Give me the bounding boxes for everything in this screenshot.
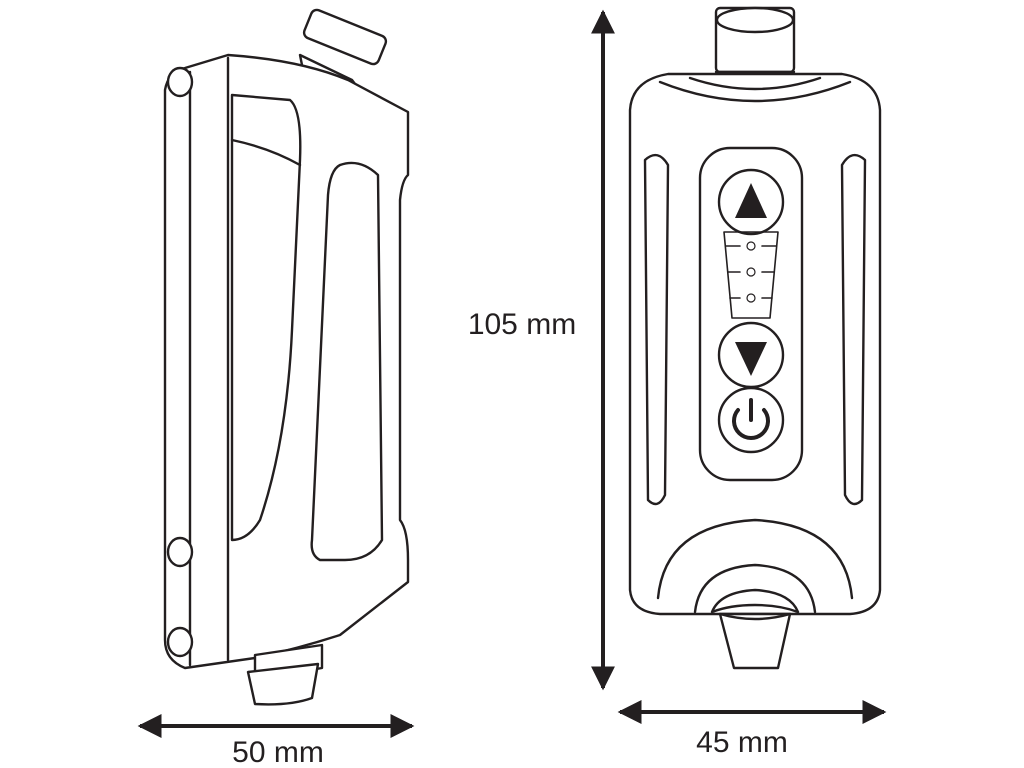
triangle-up-icon <box>735 183 767 218</box>
level-led-1 <box>746 241 756 251</box>
side-inner-slot <box>310 161 384 562</box>
front-left-rib <box>643 153 670 506</box>
front-view <box>628 6 882 670</box>
side-grip-window <box>230 93 302 542</box>
side-bump-top <box>166 66 194 98</box>
power-icon <box>732 398 770 440</box>
height-label: 105 mm <box>468 308 576 341</box>
side-bump-mid <box>166 536 194 568</box>
side-width-label: 50 mm <box>232 736 324 768</box>
front-width-label: 45 mm <box>696 726 788 759</box>
level-indicator <box>723 231 779 319</box>
front-bottom-nozzle <box>710 588 800 670</box>
control-panel <box>698 146 804 482</box>
up-button[interactable] <box>717 168 785 236</box>
side-body <box>163 53 410 670</box>
level-led-3 <box>746 293 756 303</box>
level-led-2 <box>746 267 756 277</box>
triangle-down-icon <box>735 342 767 376</box>
side-view <box>163 8 410 706</box>
power-button[interactable] <box>717 386 785 454</box>
front-top-cap <box>714 6 796 74</box>
down-button[interactable] <box>717 321 785 389</box>
side-bump-bottom <box>166 626 194 658</box>
front-right-rib <box>840 153 867 506</box>
side-bottom-nozzle <box>246 643 324 706</box>
front-bottom-arch <box>656 518 854 600</box>
